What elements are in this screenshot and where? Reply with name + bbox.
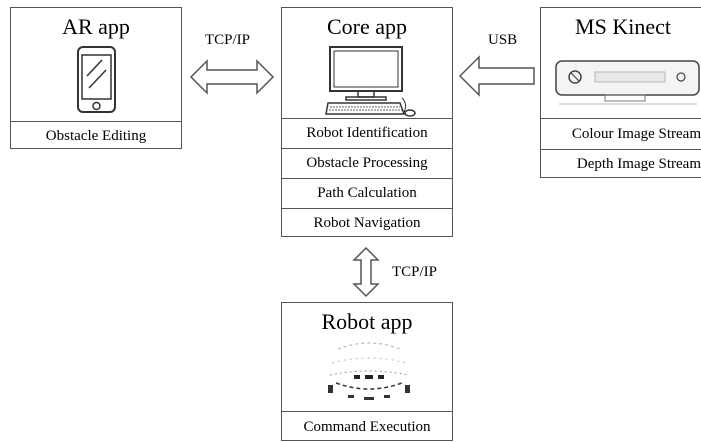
robot-icon: [328, 342, 410, 400]
kinect-item: Colour Image Stream: [541, 118, 701, 149]
core-app-item: Robot Identification: [282, 118, 452, 148]
core-app-item: Robot Navigation: [282, 208, 452, 238]
kinect-core-arrow: [458, 55, 535, 97]
ar-app-box: AR app Obstacle Editing: [10, 7, 182, 149]
core-app-title: Core app: [326, 14, 408, 39]
kinect-core-link-label: USB: [488, 32, 518, 48]
robot-app-item: Command Execution: [282, 411, 452, 442]
desktop-computer-icon: [325, 46, 416, 117]
smartphone-icon: [77, 46, 116, 113]
core-app-box: Core app Robot Identification Obstacle P…: [281, 7, 453, 237]
ar-app-title: AR app: [62, 14, 130, 39]
core-robot-link-label: TCP/IP: [392, 264, 438, 280]
kinect-item: Depth Image Stream: [541, 149, 701, 179]
robot-app-title: Robot app: [321, 309, 413, 334]
ar-core-link-label: TCP/IP: [205, 32, 251, 48]
kinect-box: MS Kinect Colour Image Stream Depth Imag…: [540, 7, 701, 178]
robot-app-box: Robot app Command Execution: [281, 302, 453, 441]
kinect-sensor-icon: [555, 60, 700, 105]
kinect-title: MS Kinect: [575, 14, 671, 39]
core-app-item: Path Calculation: [282, 178, 452, 208]
ar-core-double-arrow: [189, 59, 275, 95]
core-app-item: Obstacle Processing: [282, 148, 452, 178]
ar-app-item: Obstacle Editing: [11, 121, 181, 150]
core-robot-double-arrow: [352, 246, 380, 298]
